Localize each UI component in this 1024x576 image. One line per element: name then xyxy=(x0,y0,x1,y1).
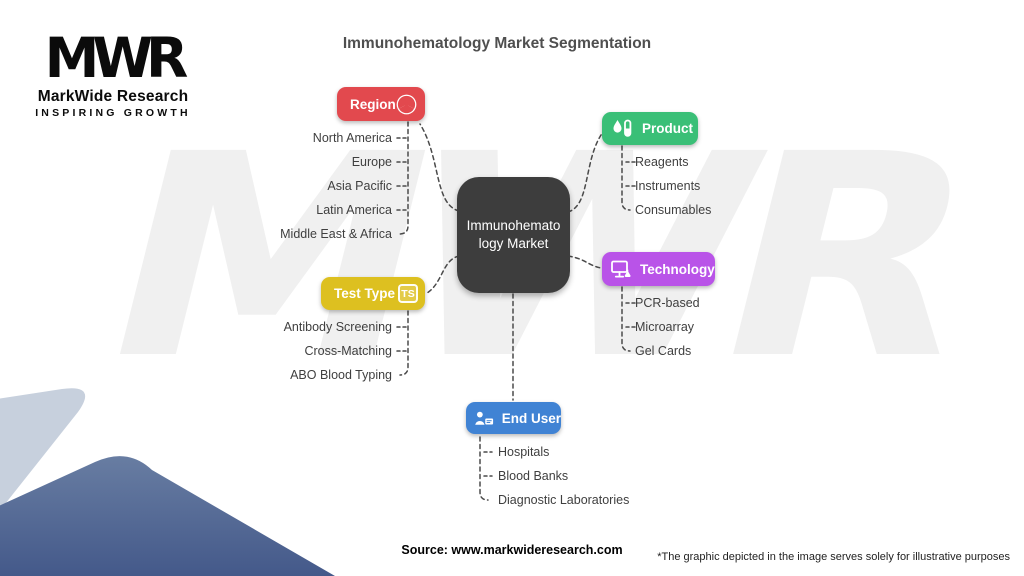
central-market-node: Immunohematology Market xyxy=(457,177,570,293)
segment-label-region: Region xyxy=(350,96,396,112)
segment-box-region: Region xyxy=(337,87,425,121)
segment-label-technology: Technology xyxy=(640,261,715,277)
segment-label-test-type: Test Type xyxy=(334,286,396,301)
item-product-consumables: Consumables xyxy=(635,203,712,217)
item-product-reagents: Reagents xyxy=(635,155,689,169)
logo-tagline: INSPIRING GROWTH xyxy=(35,106,191,119)
item-testtype-abo-blood-typing: ABO Blood Typing xyxy=(290,368,392,382)
item-product-instruments: Instruments xyxy=(635,179,701,193)
spine-region xyxy=(398,121,409,235)
connector-center-technology xyxy=(567,255,602,269)
spine-product xyxy=(621,145,631,211)
item-enduser-blood-banks: Blood Banks xyxy=(498,469,569,483)
segment-box-end-user: End User xyxy=(466,402,561,434)
blood-sample-icon xyxy=(613,119,632,137)
spine-testtype xyxy=(399,310,409,376)
item-testtype-antibody-screening: Antibody Screening xyxy=(283,320,392,334)
item-enduser-diagnostic-laboratories: Diagnostic Laboratories xyxy=(498,493,630,507)
segment-items-region: North America Europe Asia Pacific Latin … xyxy=(152,126,392,246)
disclaimer-note: *The graphic depicted in the image serve… xyxy=(657,551,1010,563)
item-testtype-cross-matching: Cross-Matching xyxy=(304,344,392,358)
spine-enduser xyxy=(479,436,489,501)
item-region-asia-pacific: Asia Pacific xyxy=(327,179,392,193)
segment-box-test-type: Test Type TS xyxy=(321,277,425,310)
item-region-north-america: North America xyxy=(312,131,392,145)
item-region-europe: Europe xyxy=(351,155,392,169)
central-market-label: Immunohematology Market xyxy=(466,217,561,251)
corner-shape-blue xyxy=(0,456,335,576)
item-technology-microarray: Microarray xyxy=(635,320,695,334)
item-enduser-hospitals: Hospitals xyxy=(498,445,550,459)
segment-items-test-type: Antibody Screening Cross-Matching ABO Bl… xyxy=(152,315,392,387)
corner-decoration xyxy=(0,388,335,576)
segment-box-product: Product xyxy=(602,112,698,145)
segment-label-end-user: End User xyxy=(501,410,561,426)
globe-icon xyxy=(396,94,417,114)
segment-items-product: Reagents Instruments Consumables xyxy=(635,150,711,222)
monitor-lab-icon xyxy=(611,260,631,277)
segment-items-end-user: Hospitals Blood Banks Diagnostic Laborat… xyxy=(498,440,629,512)
spine-technology xyxy=(621,286,631,352)
markwide-logo: MWR MarkWide Research INSPIRING GROWTH xyxy=(28,26,198,119)
segment-items-technology: PCR-based Microarray Gel Cards xyxy=(635,291,700,363)
item-technology-gel-cards: Gel Cards xyxy=(635,344,692,358)
connector-center-region xyxy=(419,123,460,212)
logo-company-name: MarkWide Research xyxy=(37,87,189,105)
item-technology-pcr-based: PCR-based xyxy=(635,296,700,310)
logo-monogram: MWR xyxy=(44,26,189,90)
segment-label-product: Product xyxy=(642,121,694,136)
connector-center-testtype xyxy=(426,255,460,294)
user-card-icon xyxy=(475,411,494,425)
corner-shape-light xyxy=(0,388,86,511)
item-region-latin-america: Latin America xyxy=(316,203,392,217)
segment-box-technology: Technology xyxy=(602,252,715,286)
connector-center-product xyxy=(567,131,604,213)
page-title: Immunohematology Market Segmentation xyxy=(342,35,652,52)
source-note: Source: www.markwideresearch.com xyxy=(401,543,623,557)
ts-badge-icon: TS xyxy=(398,284,418,303)
item-region-middle-east-africa: Middle East & Africa xyxy=(280,227,392,241)
